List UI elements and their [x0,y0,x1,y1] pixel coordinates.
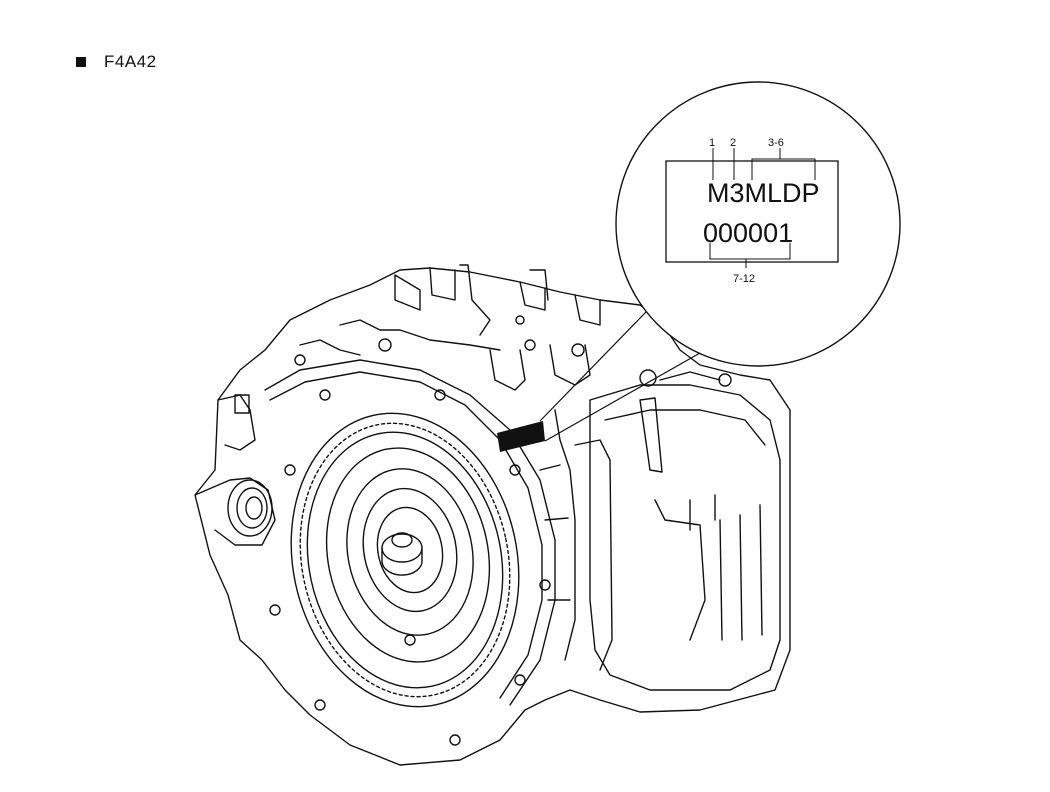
callout-leader-line-1 [539,311,647,422]
flywheel-ring-gear [290,412,520,708]
label-digits-3-6: 3-6 [768,137,784,149]
label-digit-1: 1 [709,137,715,149]
serial-number-text: 000001 [703,218,793,248]
oil-pan [589,384,781,691]
callout-leader-line-2 [544,352,701,442]
transaxle-model-title: F4A42 [104,52,157,71]
square-bullet-icon [76,57,86,67]
section-header: F4A42 [76,52,157,72]
model-code-text: M3MLDP [707,178,820,208]
label-digits-7-12: 7-12 [733,273,755,285]
id-plate-marker [497,421,545,452]
transaxle-housing [194,267,791,766]
label-digit-2: 2 [730,137,736,149]
torque-converter [325,447,491,663]
